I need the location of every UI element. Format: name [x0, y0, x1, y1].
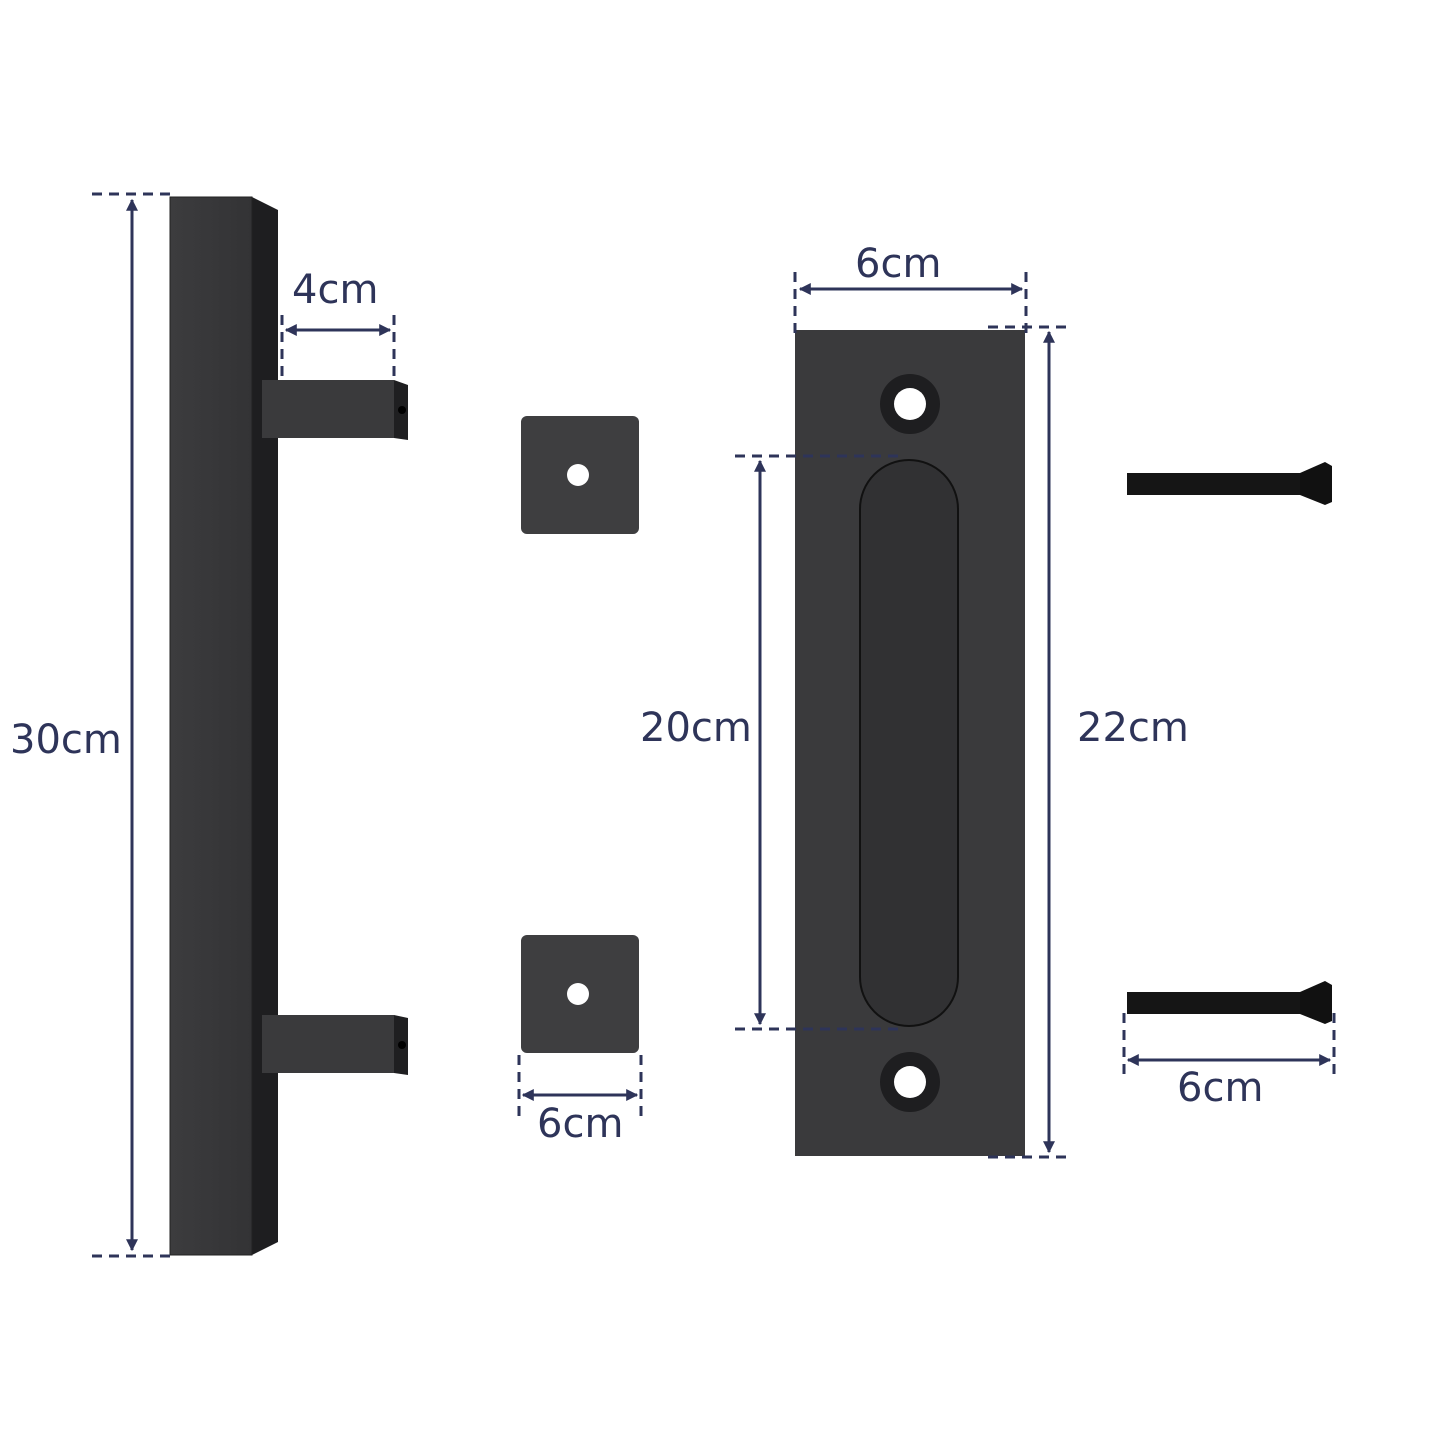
flush-pull-plate	[795, 330, 1025, 1156]
handle-height-label: 30cm	[10, 717, 122, 763]
handle-standoff-top	[262, 380, 408, 440]
bar-handle	[169, 196, 408, 1256]
plate-recess-label: 20cm	[640, 705, 752, 751]
square-washer-top	[521, 416, 639, 534]
square-washer-bottom	[521, 935, 639, 1053]
handle-standoff-bottom	[262, 1015, 408, 1075]
screw-top	[1127, 462, 1332, 505]
screw-length-label: 6cm	[1177, 1065, 1264, 1111]
plate-width-label: 6cm	[855, 241, 942, 287]
washer-width-label: 6cm	[537, 1101, 624, 1147]
screw-bottom	[1127, 981, 1332, 1024]
handle-standoff-label: 4cm	[292, 267, 379, 313]
plate-height-label: 22cm	[1077, 705, 1189, 751]
